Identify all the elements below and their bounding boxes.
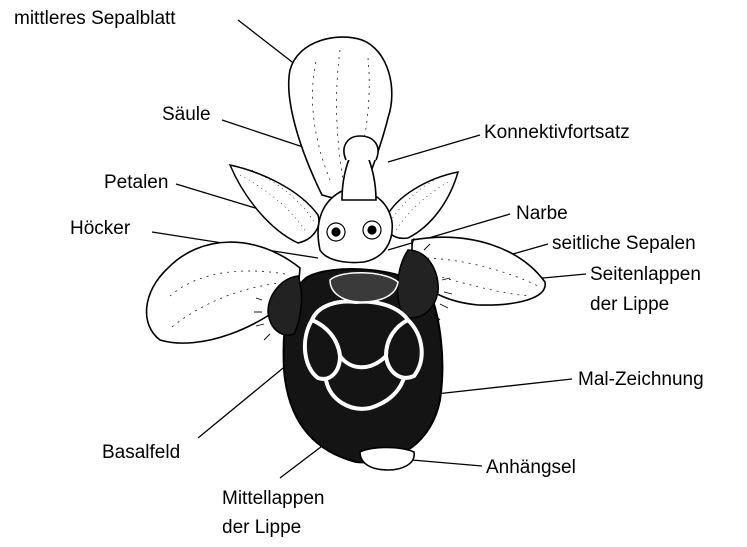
right-petal (386, 172, 458, 238)
label-konnektivfortsatz: Konnektivfortsatz (484, 122, 630, 144)
leader-basalfeld (198, 364, 288, 438)
label-hoecker: Höcker (70, 218, 130, 240)
connective-appendage (344, 136, 378, 160)
leader-konnektivfortsatz (388, 135, 480, 162)
labellum (268, 250, 442, 470)
label-mittleres-sepalblatt: mittleres Sepalblatt (14, 8, 176, 30)
label-seitenlappen: Seitenlappen (590, 264, 701, 286)
label-narbe: Narbe (516, 203, 568, 225)
label-anhaengsel: Anhängsel (486, 457, 576, 479)
label-petalen: Petalen (104, 172, 168, 194)
dorsal-sepal (289, 37, 392, 205)
label-saeule: Säule (162, 104, 211, 126)
label-basalfeld: Basalfeld (102, 442, 180, 464)
leader-anhaengsel (412, 460, 482, 466)
leader-mal-zeichnung (436, 379, 572, 394)
label-seitenlappen-lippe: der Lippe (590, 294, 669, 316)
label-seitliche-sepalen: seitliche Sepalen (552, 233, 696, 255)
label-mittellappen: Mittellappen (222, 488, 324, 510)
lip-appendage (360, 448, 414, 471)
label-mal-zeichnung: Mal-Zeichnung (578, 369, 704, 391)
label-mittellappen-lippe: der Lippe (222, 517, 301, 539)
